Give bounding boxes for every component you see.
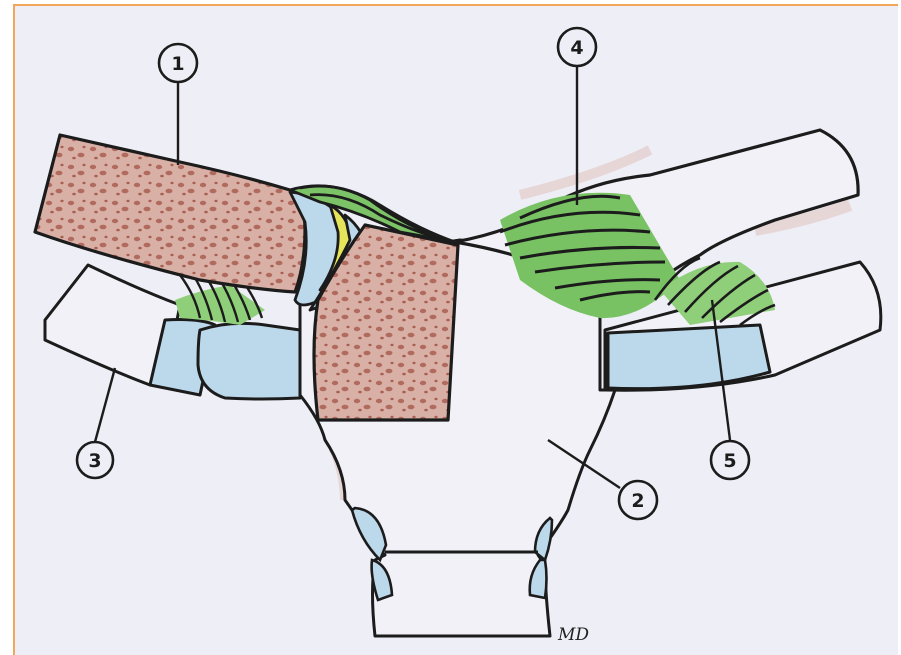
label-5-text: 5: [723, 450, 736, 472]
artist-signature: MD: [557, 625, 589, 645]
label-3-text: 3: [88, 450, 101, 472]
label-3: 3: [77, 442, 113, 478]
label-4: 4: [558, 28, 596, 66]
label-2: 2: [619, 481, 657, 519]
upper-left-bone: [35, 135, 305, 292]
label-5: 5: [711, 441, 749, 479]
label-1: 1: [159, 44, 197, 82]
label-4-text: 4: [570, 37, 583, 59]
label-1-text: 1: [171, 53, 184, 75]
label-2-text: 2: [631, 490, 644, 512]
